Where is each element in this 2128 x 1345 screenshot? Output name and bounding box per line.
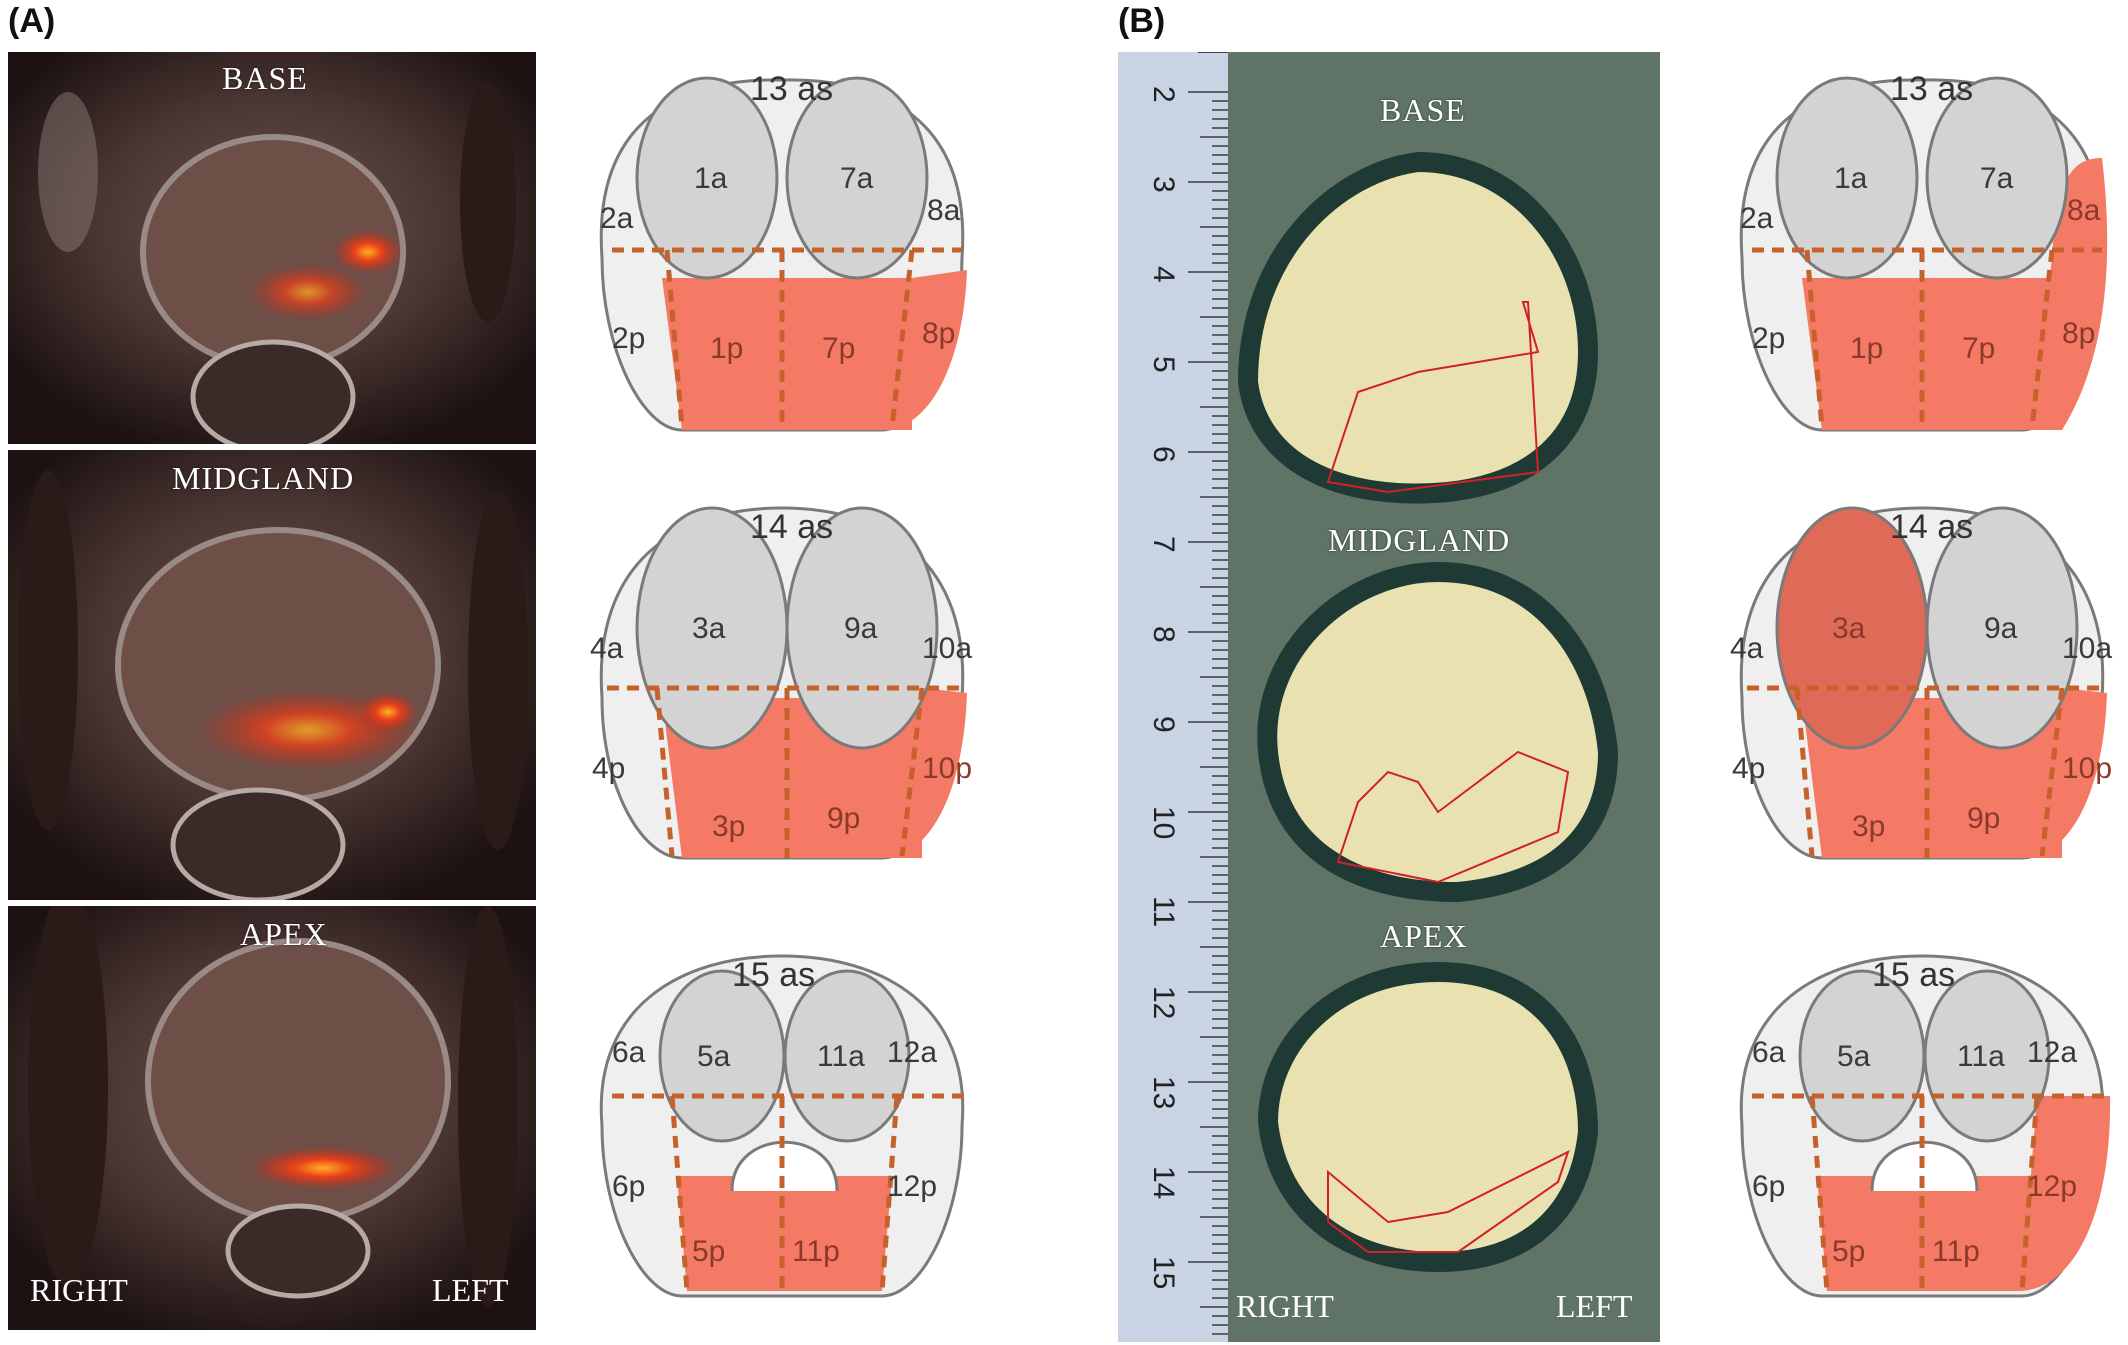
zone-12p: 12p [2027, 1170, 2077, 1203]
diagram-a-base: 13 as 1a 7a 2a 8a 2p 1p 7p 8p [582, 58, 982, 438]
mri-left-label: LEFT [432, 1272, 509, 1308]
path-right-label: RIGHT [1236, 1288, 1334, 1324]
zone-11p: 11p [1932, 1235, 1980, 1268]
zone-4p: 4p [1732, 752, 1765, 785]
zone-2p: 2p [612, 322, 645, 355]
zone-9p: 9p [1967, 802, 2000, 835]
pathology-photo: BASE MIDGLAND APEX RIGHT LEFT 2 3 4 5 6 7 8 9 10… [1118, 52, 1660, 1342]
diagram-a-mid: 14 as 3a 9a 4a 10a 4p 3p 9p 10p [582, 498, 982, 878]
diagram-b-base: 13 as 1a 7a 2a 8a 2p 1p 7p 8p [1722, 58, 2122, 438]
ruler-number: 7 [1147, 536, 1180, 553]
panel-b-label: (B) [1118, 2, 1166, 40]
zone-3a: 3a [1832, 612, 1866, 645]
mri-right-label: RIGHT [30, 1272, 128, 1308]
zone-11p: 11p [792, 1235, 840, 1268]
zone-2a: 2a [1740, 202, 1774, 235]
zone-5a: 5a [697, 1040, 731, 1073]
ruler-number: 3 [1147, 176, 1180, 193]
ruler-number: 4 [1147, 266, 1180, 283]
mri-base-image [8, 52, 536, 444]
zone-8a: 8a [2067, 194, 2101, 227]
ruler-number: 10 [1147, 806, 1180, 840]
zone-10p: 10p [2062, 752, 2112, 785]
zone-1a: 1a [694, 162, 728, 195]
path-midgland-label: MIDGLAND [1328, 522, 1511, 558]
zone-4a: 4a [590, 632, 624, 665]
ruler-number: 5 [1147, 356, 1180, 373]
panel-a-label: (A) [8, 2, 56, 40]
zone-9a: 9a [1984, 612, 2018, 645]
diagram-b-apex: 15 as 5a 11a 6a 12a 6p 5p 11p 12p [1722, 946, 2122, 1326]
zone-6a: 6a [1752, 1036, 1786, 1069]
mri-apex-image [8, 906, 536, 1330]
zone-12a: 12a [2027, 1036, 2077, 1069]
zone-10a: 10a [922, 632, 972, 665]
zone-13as: 13 as [1890, 70, 1973, 108]
zone-8p: 8p [922, 317, 955, 350]
zone-12a: 12a [887, 1036, 937, 1069]
ruler-number: 12 [1147, 986, 1180, 1020]
zone-4a: 4a [1730, 632, 1764, 665]
ruler-number: 15 [1147, 1256, 1180, 1290]
zone-5a: 5a [1837, 1040, 1871, 1073]
zone-4p: 4p [592, 752, 625, 785]
diagram-b-mid: 14 as 3a 9a 4a 10a 4p 3p 9p 10p [1722, 498, 2122, 878]
zone-1p: 1p [1850, 332, 1883, 365]
path-apex-label: APEX [1380, 918, 1468, 954]
zone-2p: 2p [1752, 322, 1785, 355]
mri-midgland-image [8, 450, 536, 900]
zone-11a: 11a [1957, 1040, 2005, 1073]
ruler-number: 9 [1147, 716, 1180, 733]
diagram-a-apex: 15 as 5a 11a 6a 12a 6p 5p 11p 12p [582, 946, 982, 1326]
path-base-label: BASE [1380, 92, 1466, 128]
zone-10p: 10p [922, 752, 972, 785]
zone-3a: 3a [692, 612, 726, 645]
zone-6p: 6p [1752, 1170, 1785, 1203]
zone-7a: 7a [840, 162, 874, 195]
zone-15as: 15 as [1872, 956, 1955, 994]
zone-14as: 14 as [1890, 508, 1973, 546]
zone-14as: 14 as [750, 508, 833, 546]
zone-5p: 5p [692, 1235, 725, 1268]
zone-9p: 9p [827, 802, 860, 835]
zone-6p: 6p [612, 1170, 645, 1203]
ruler-number: 2 [1147, 86, 1180, 103]
zone-3p: 3p [1852, 810, 1885, 843]
zone-3p: 3p [712, 810, 745, 843]
mri-midgland-label: MIDGLAND [172, 460, 355, 496]
ruler-number: 6 [1147, 446, 1180, 463]
zone-6a: 6a [612, 1036, 646, 1069]
mri-base-label: BASE [222, 60, 308, 96]
zone-9a: 9a [844, 612, 878, 645]
zone-7p: 7p [822, 332, 855, 365]
zone-7p: 7p [1962, 332, 1995, 365]
path-left-label: LEFT [1556, 1288, 1633, 1324]
ruler-number: 8 [1147, 626, 1180, 643]
ruler-number: 11 [1147, 896, 1180, 928]
zone-5p: 5p [1832, 1235, 1865, 1268]
zone-1p: 1p [710, 332, 743, 365]
zone-15as: 15 as [732, 956, 815, 994]
zone-11a: 11a [817, 1040, 865, 1073]
zone-1a: 1a [1834, 162, 1868, 195]
zone-10a: 10a [2062, 632, 2112, 665]
zone-13as: 13 as [750, 70, 833, 108]
zone-2a: 2a [600, 202, 634, 235]
ruler-number: 14 [1147, 1166, 1180, 1200]
zone-12p: 12p [887, 1170, 937, 1203]
mri-apex-label: APEX [240, 916, 328, 952]
zone-8a: 8a [927, 194, 961, 227]
zone-7a: 7a [1980, 162, 2014, 195]
ruler-number: 13 [1147, 1076, 1180, 1110]
zone-8p: 8p [2062, 317, 2095, 350]
